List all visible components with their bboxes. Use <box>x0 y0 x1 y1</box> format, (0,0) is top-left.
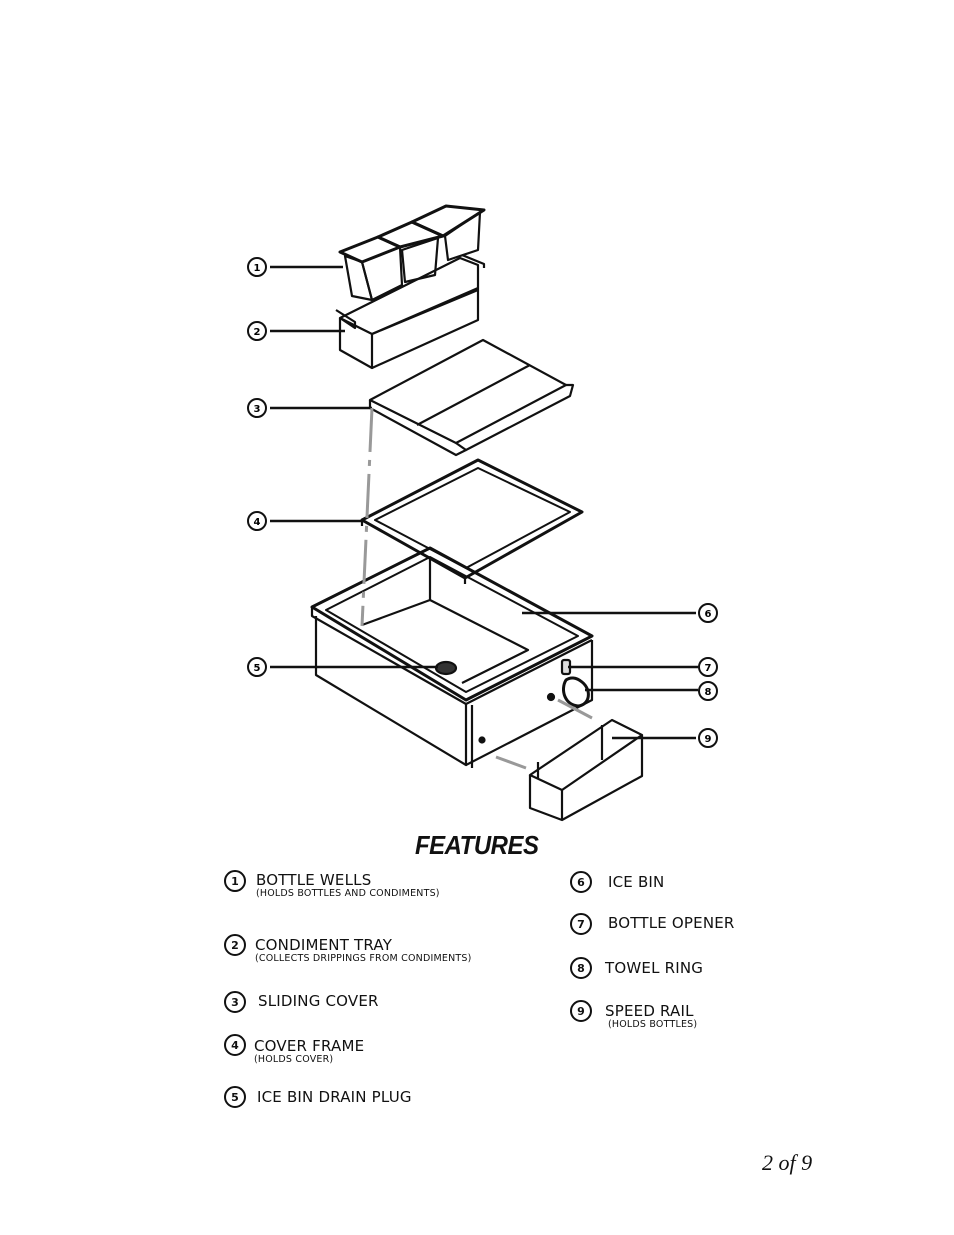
callout-6: 6 <box>705 609 712 620</box>
feature-1-label: BOTTLE WELLS <box>256 871 372 889</box>
callout-3: 3 <box>254 404 261 415</box>
feature-9-sub: (HOLDS BOTTLES) <box>608 1019 698 1030</box>
feature-5-number: 5 <box>224 1086 246 1108</box>
features-title: FEATURES <box>415 830 539 860</box>
feature-7-label: BOTTLE OPENER <box>608 914 735 932</box>
feature-2-sub: (COLLECTS DRIPPINGS FROM CONDIMENTS) <box>255 953 472 964</box>
feature-5-label: ICE BIN DRAIN PLUG <box>257 1088 412 1106</box>
feature-6-label: ICE BIN <box>608 873 665 891</box>
bottle-wells-part <box>338 204 486 302</box>
feature-4-sub: (HOLDS COVER) <box>254 1054 334 1065</box>
callout-8: 8 <box>705 687 712 698</box>
towel-ring-part <box>562 676 590 708</box>
feature-7-number: 7 <box>570 913 592 935</box>
callout-9: 9 <box>705 734 712 745</box>
feature-8-label: TOWEL RING <box>605 959 704 977</box>
feature-1-sub: (HOLDS BOTTLES AND CONDIMENTS) <box>256 888 440 899</box>
feature-2-number: 2 <box>224 934 246 956</box>
page-number: 2 of 9 <box>762 1150 813 1175</box>
feature-4-label: COVER FRAME <box>254 1037 365 1055</box>
feature-4-number: 4 <box>224 1034 246 1056</box>
feature-8-number: 8 <box>570 957 592 979</box>
callout-2: 2 <box>254 327 261 338</box>
callout-7: 7 <box>705 663 712 674</box>
feature-2-label: CONDIMENT TRAY <box>255 936 393 954</box>
diagram-callouts: 1 2 3 4 5 6 7 8 9 <box>247 257 718 748</box>
callout-1: 1 <box>254 263 261 274</box>
condiment-tray-part <box>335 253 486 370</box>
callout-4: 4 <box>254 517 261 528</box>
feature-1-number: 1 <box>224 870 246 892</box>
feature-9-number: 9 <box>570 1000 592 1022</box>
leader-lines <box>270 265 698 740</box>
callout-5: 5 <box>254 663 261 674</box>
ice-bin-part <box>310 546 594 768</box>
speed-rail-part <box>528 718 644 822</box>
feature-3-label: SLIDING COVER <box>258 992 379 1010</box>
feature-6-number: 6 <box>570 871 592 893</box>
feature-3-number: 3 <box>224 991 246 1013</box>
feature-9-label: SPEED RAIL <box>605 1002 694 1020</box>
sliding-cover-part <box>368 338 575 457</box>
alignment-lines <box>360 407 593 770</box>
